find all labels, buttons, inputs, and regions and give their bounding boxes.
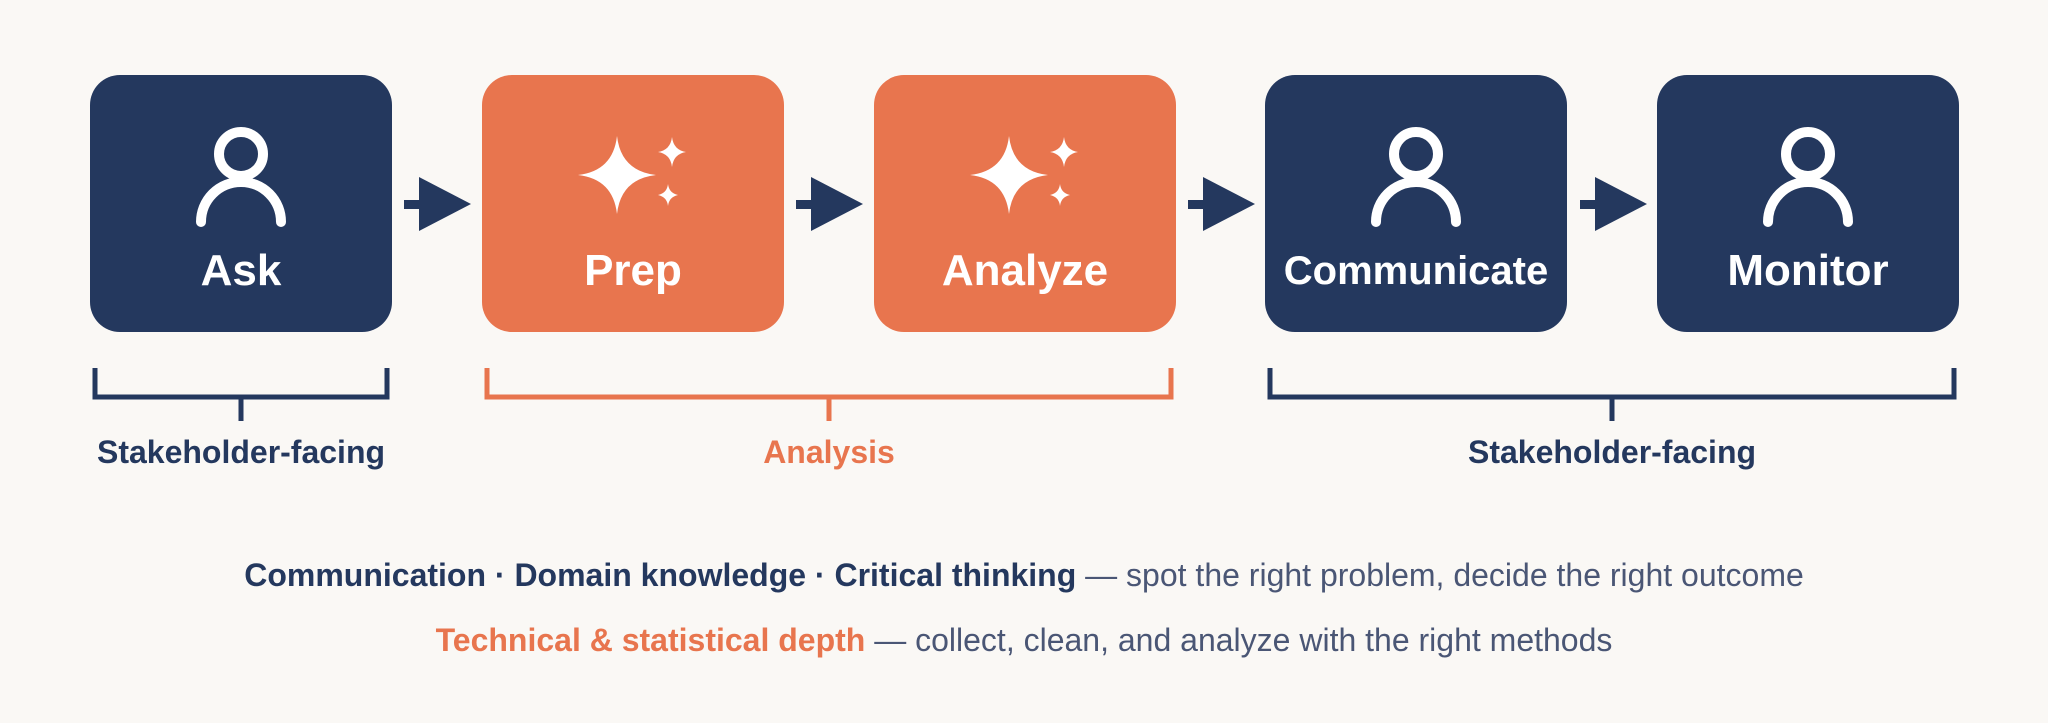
step-monitor: Monitor [1657,75,1959,332]
group-label: Analysis [763,434,895,470]
step-label: Communicate [1283,249,1549,293]
arrow-right-icon [1580,177,1647,231]
step-prep: Prep [482,75,784,332]
group-bracket [484,368,1174,421]
sparkle-icon [970,136,1078,214]
step-analyze: Analyze [874,75,1176,332]
arrow-right-icon [1188,177,1255,231]
step-communicate: Communicate [1265,75,1567,332]
sparkle-icon [578,136,686,214]
step-label: Ask [200,246,282,295]
group-bracket [92,368,390,421]
group-label: Stakeholder-facing [96,434,386,470]
group-label: Stakeholder-facing [1467,434,1757,470]
legend-description: — collect, clean, and analyze with the r… [874,622,1613,658]
person-icon [196,127,286,227]
legend-description: — spot the right problem, decide the rig… [1085,557,1804,593]
arrow-right-icon [404,177,471,231]
group-bracket [1267,368,1957,421]
step-ask: Ask [90,75,392,332]
legend-strong: Technical & statistical depth [435,622,866,658]
arrow-right-icon [796,177,863,231]
person-icon [1763,127,1853,227]
step-label: Analyze [941,246,1109,295]
step-label: Prep [584,246,682,295]
step-label: Monitor [1727,246,1889,295]
person-icon [1371,127,1461,227]
legend-line: Communication · Domain knowledge · Criti… [0,555,2048,595]
legend-line: Technical & statistical depth — collect,… [0,620,2048,660]
legend-strong: Communication · Domain knowledge · Criti… [244,557,1077,593]
